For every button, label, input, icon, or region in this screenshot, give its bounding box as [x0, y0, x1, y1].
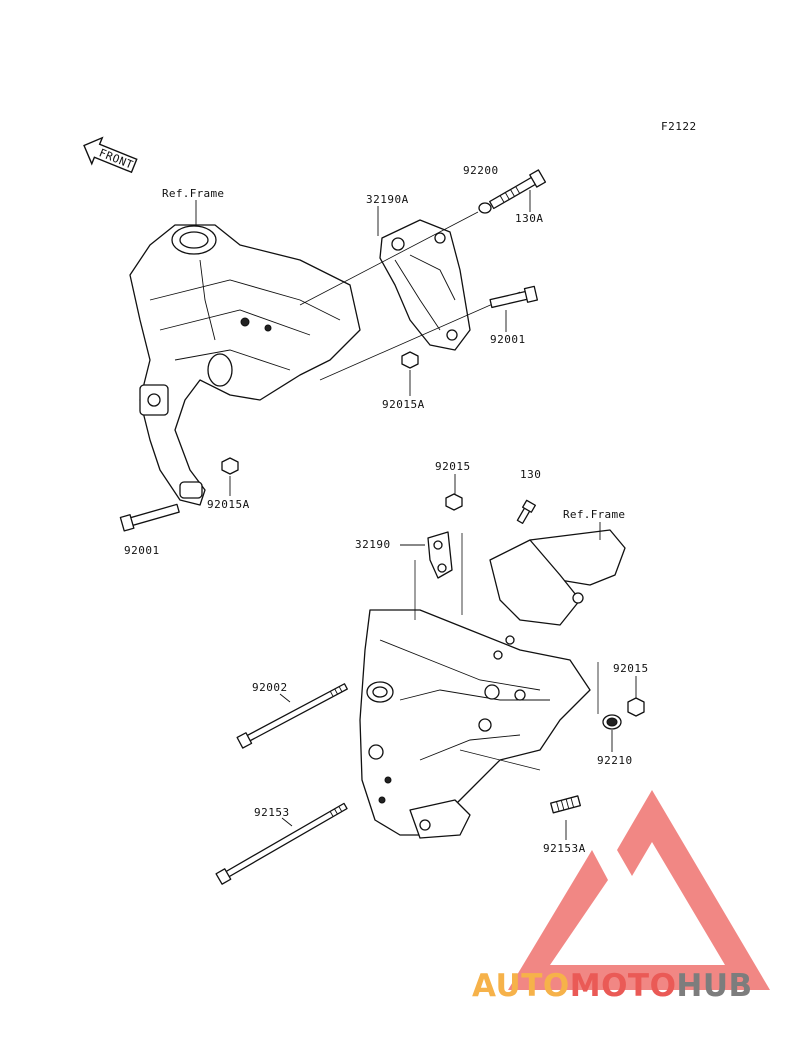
bolt-92002: [236, 683, 348, 749]
bolt-130A: [489, 169, 547, 210]
watermark-wordmark: AUTOMOTOHUB: [472, 968, 753, 1004]
callout-92001-right: 92001: [490, 333, 526, 346]
callout-92015A-top: 92015A: [382, 398, 425, 411]
collar-92210: [602, 714, 622, 730]
watermark-auto: AUTO: [472, 968, 570, 1004]
nut-92015A-left: [221, 457, 239, 475]
nut-92015A-top: [401, 351, 419, 369]
washer-92200: [478, 202, 492, 214]
callout-92015-right: 92015: [613, 662, 649, 675]
bracket-32190A: [379, 219, 471, 351]
bolt-92153: [215, 802, 348, 885]
figure-code: F2122: [661, 120, 697, 133]
nut-92015-right: [627, 697, 645, 717]
stud-92153A: [550, 795, 581, 814]
callout-92153A: 92153A: [543, 842, 586, 855]
triangle-mark-icon: [508, 790, 770, 990]
front-arrow-icon: FRONT: [83, 136, 138, 174]
bolt-92001-right: [489, 285, 539, 309]
callout-92015A-left: 92015A: [207, 498, 250, 511]
plate-32190: [427, 531, 453, 579]
watermark-hub: HUB: [676, 968, 752, 1004]
callout-92001-left: 92001: [124, 544, 160, 557]
callout-92153: 92153: [254, 806, 290, 819]
automotohub-watermark-logo: [508, 790, 770, 990]
ref-frame-label-top: Ref.Frame: [162, 187, 224, 200]
callout-32190: 32190: [355, 538, 391, 551]
watermark-moto: MOTO: [570, 968, 677, 1004]
bolt-92001-left: [119, 503, 180, 532]
front-arrow-label: FRONT: [97, 146, 135, 171]
lower-frame-section: [359, 529, 626, 839]
upper-frame-section: [129, 224, 361, 506]
callout-92210: 92210: [597, 754, 633, 767]
callout-92015-top: 92015: [435, 460, 471, 473]
bolt-130: [516, 499, 536, 525]
callout-130: 130: [520, 468, 541, 481]
callout-130A: 130A: [515, 212, 544, 225]
callout-92002: 92002: [252, 681, 288, 694]
ref-frame-label-bottom: Ref.Frame: [563, 508, 625, 521]
callout-92200: 92200: [463, 164, 499, 177]
callout-32190A: 32190A: [366, 193, 409, 206]
nut-92015-top: [445, 493, 463, 511]
